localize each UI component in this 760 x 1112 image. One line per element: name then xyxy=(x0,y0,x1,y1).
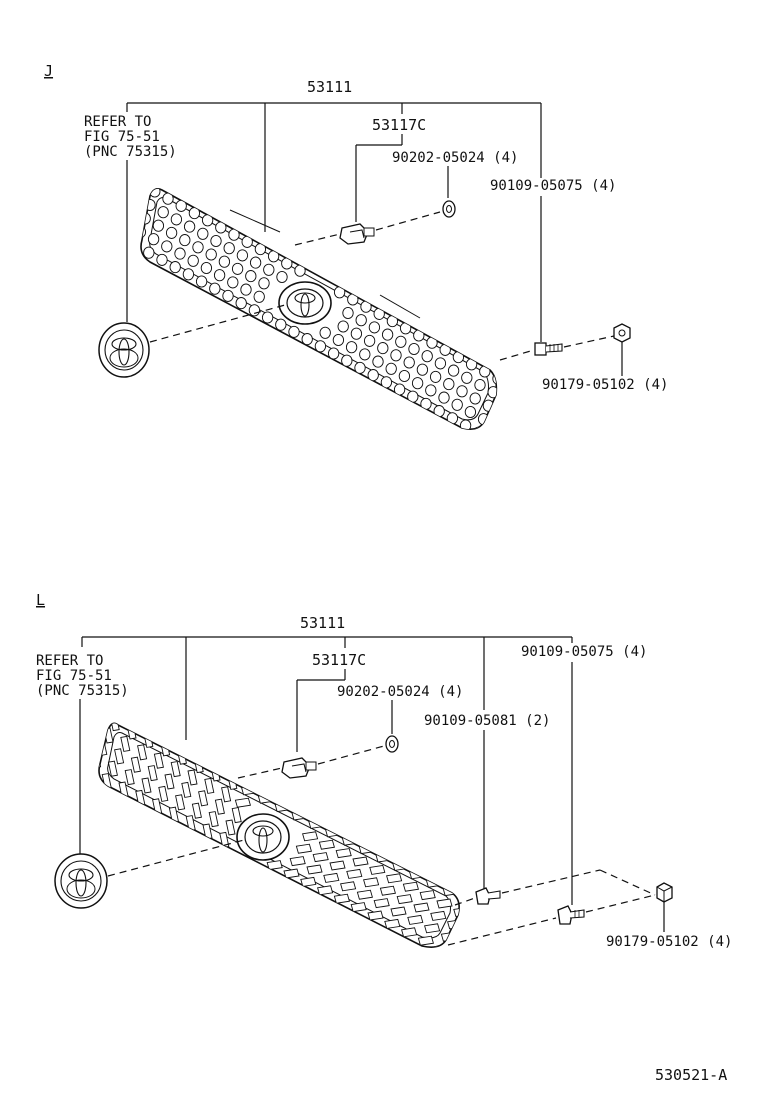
section-j-bracket-label: 53117C xyxy=(372,116,426,134)
section-j-refer-line1: REFER TO xyxy=(84,114,151,130)
section-j-grille xyxy=(140,188,498,430)
screw-icon xyxy=(475,887,501,905)
section-l-bracket-label: 53117C xyxy=(312,651,366,669)
section-j-refer-line2: FIG 75-51 xyxy=(84,129,160,145)
section-j-refer-line3: (PNC 75315) xyxy=(84,144,177,160)
section-j-grille-emblem xyxy=(278,281,332,325)
section-j-nut-label: 90179-05102 (4) xyxy=(542,377,668,393)
section-l-screw2-label: 90109-05081 (2) xyxy=(424,713,550,729)
section-l-grille-emblem xyxy=(236,813,290,861)
toyota-emblem-icon xyxy=(54,853,108,909)
section-j-grille-assy-label: 53111 xyxy=(307,78,352,96)
screw-icon xyxy=(534,342,563,356)
nut-icon xyxy=(613,323,631,343)
section-l-grille xyxy=(98,722,460,948)
washer-icon xyxy=(442,200,456,218)
screw-icon xyxy=(557,905,585,925)
section-l-grille-assy-label: 53111 xyxy=(300,614,345,632)
section-l-nut-label: 90179-05102 (4) xyxy=(606,934,732,950)
clip-icon xyxy=(281,757,317,779)
clip-icon xyxy=(339,223,375,245)
section-l-screw-label: 90109-05075 (4) xyxy=(521,644,647,660)
section-l-refer-line3: (PNC 75315) xyxy=(36,683,129,699)
section-l-clip-nut-label: 90202-05024 (4) xyxy=(337,684,463,700)
section-l-refer-line1: REFER TO xyxy=(36,653,103,669)
toyota-emblem-icon xyxy=(98,322,150,378)
washer-icon xyxy=(385,735,399,753)
section-l-refer-line2: FIG 75-51 xyxy=(36,668,112,684)
nut-icon xyxy=(656,882,673,903)
section-j-code: J xyxy=(44,62,53,80)
section-j-clip-nut-label: 90202-05024 (4) xyxy=(392,150,518,166)
section-j-screw-label: 90109-05075 (4) xyxy=(490,178,616,194)
section-l-code: L xyxy=(36,591,45,609)
figure-code: 530521-A xyxy=(655,1066,727,1084)
section-l: L 53111 90109-05075 (4) REFER TO FIG 75-… xyxy=(36,591,732,950)
section-j: J 53111 REFER TO FIG 75-51 (PNC 75315) 5… xyxy=(44,62,668,430)
